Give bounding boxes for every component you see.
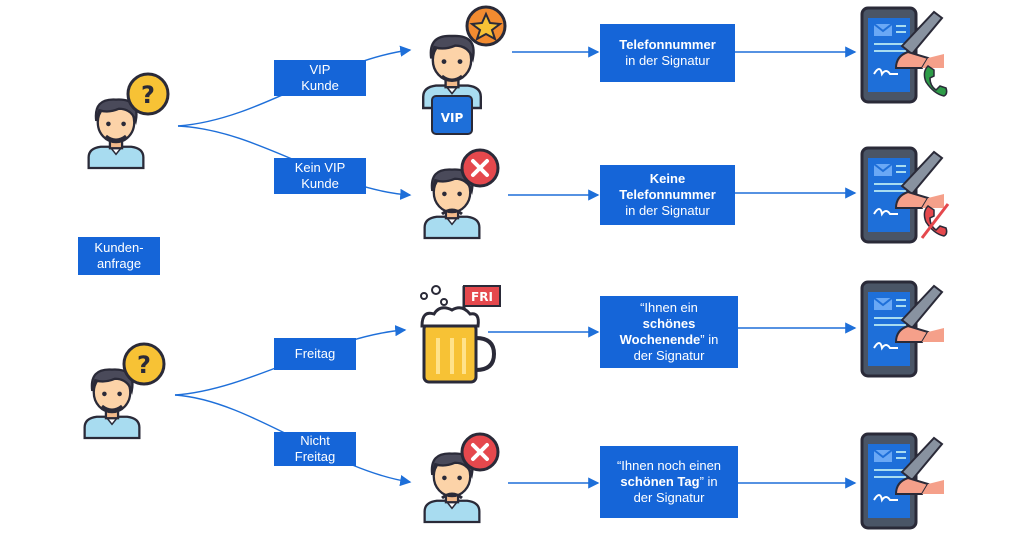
result1-rest: in der Signatur: [625, 53, 710, 68]
result-box-telefonnummer: Telefonnummer in der Signatur: [600, 24, 735, 82]
result4-pre: “Ihnen noch einen: [616, 458, 722, 473]
kein-vip-kunde-label: Kein VIP Kunde: [274, 158, 366, 194]
vip-kunde-label: VIP Kunde: [274, 60, 366, 96]
vip-kunde-line2: Kunde: [301, 78, 339, 93]
result-box-keine-telefonnummer: Keine Telefonnummer in der Signatur: [600, 165, 735, 225]
vip-customer-star-icon: VIP: [412, 4, 512, 136]
result3-bold2: Wochenende: [619, 332, 701, 347]
kunden-anfrage-label: Kunden- anfrage: [78, 237, 160, 275]
nicht-freitag-line1: Nicht: [300, 433, 330, 448]
svg-text:?: ?: [137, 351, 151, 379]
result3-bold1: schönes: [642, 316, 696, 331]
kunden-anfrage-line2: anfrage: [96, 256, 142, 271]
nicht-freitag-line2: Freitag: [294, 449, 336, 464]
result2-rest: in der Signatur: [625, 203, 710, 218]
vip-badge-text: VIP: [441, 111, 464, 125]
fri-flag-text: FRI: [471, 290, 493, 304]
tablet-signature-no-phone-icon: [856, 146, 956, 246]
result-box-wochenende: “Ihnen ein schönes Wochenende” in der Si…: [600, 296, 738, 368]
tablet-signature-icon-row4: [856, 432, 956, 532]
beer-mug-icon: FRI: [414, 282, 504, 386]
result3-rest: der Signatur: [633, 348, 705, 363]
result4-post: ” in: [699, 474, 718, 489]
kein-vip-kunde-line1: Kein VIP: [294, 160, 346, 175]
customer-question-icon-bottom: ?: [74, 342, 174, 450]
customer-question-icon-top: ?: [78, 72, 178, 180]
result4-rest: der Signatur: [633, 490, 705, 505]
nicht-freitag-reject-icon: [414, 432, 514, 532]
freitag-label: Freitag: [274, 338, 356, 370]
nicht-freitag-label: Nicht Freitag: [274, 432, 356, 466]
result3-post: ” in: [700, 332, 719, 347]
tablet-signature-icon-row3: [856, 280, 956, 380]
svg-text:?: ?: [141, 81, 155, 109]
tablet-signature-phone-icon: [856, 6, 956, 106]
vip-kunde-line1: VIP: [309, 62, 331, 77]
result4-bold: schönen Tag: [620, 474, 700, 489]
result1-bold: Telefonnummer: [619, 37, 716, 52]
result2-bold2: Telefonnummer: [619, 187, 716, 202]
non-vip-customer-reject-icon: [414, 148, 514, 248]
freitag-text: Freitag: [294, 346, 336, 361]
kein-vip-kunde-line2: Kunde: [301, 176, 339, 191]
result3-pre: “Ihnen ein: [640, 300, 698, 315]
kunden-anfrage-line1: Kunden-: [94, 240, 144, 255]
result-box-schoenen-tag: “Ihnen noch einen schönen Tag” in der Si…: [600, 446, 738, 518]
result2-bold1: Keine: [649, 171, 686, 186]
